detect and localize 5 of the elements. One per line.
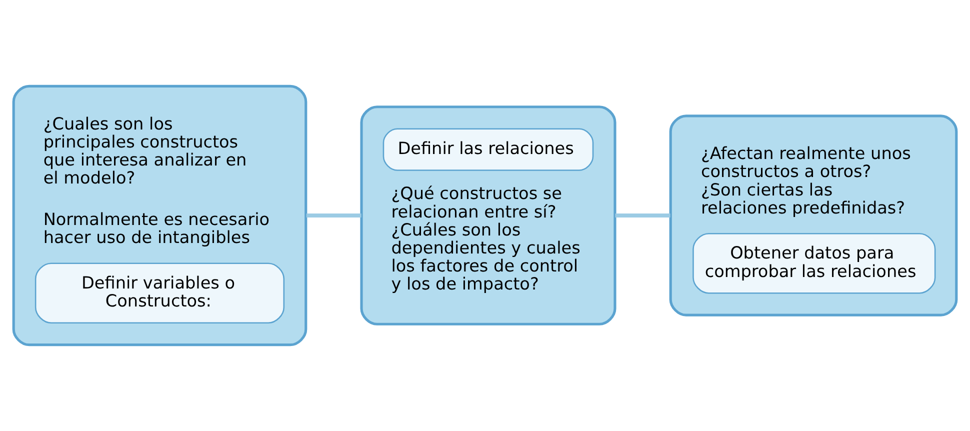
node-box: Definir las relaciones ¿Qué constructos se relacionan entre sí? ¿Cuáles son los dependientes y cuales los factores de control y los de impacto? [360, 106, 616, 326]
node-box: ¿Afectan realmente unos constructos a otros? ¿Son ciertas las relaciones predefinidas? Obtener datos para comprobar las relaciones [669, 114, 958, 316]
node-box: ¿Cuales son los principales constructos que interesa analizar en el modelo? Normalmente es necesario hacer uso de intangibles Definir variables o Constructos: [12, 84, 308, 346]
connector [306, 214, 362, 218]
connector [615, 214, 670, 218]
